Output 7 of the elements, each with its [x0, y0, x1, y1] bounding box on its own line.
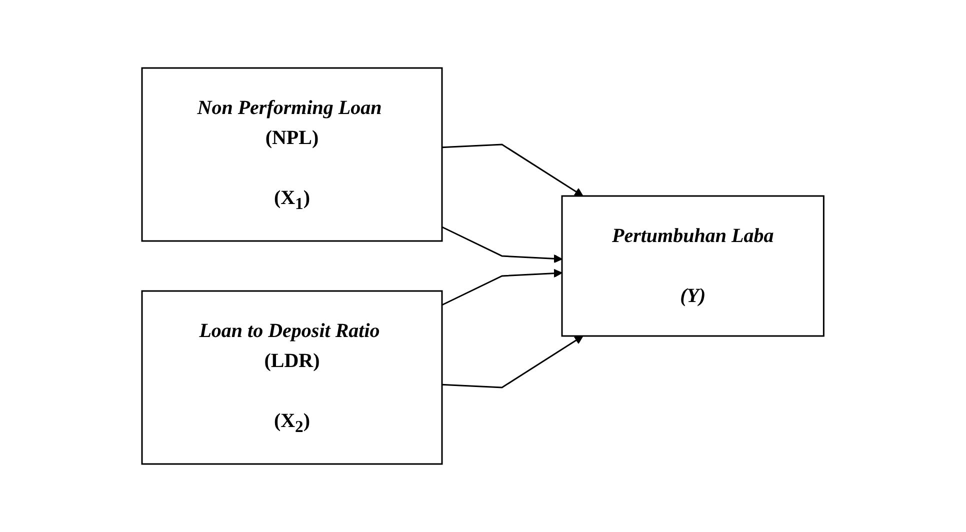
arrow	[442, 226, 563, 264]
arrow	[442, 144, 584, 196]
node-box: Pertumbuhan Laba (Y)	[561, 195, 825, 337]
node-box: Non Performing Loan (NPL) (X$_{1}$)	[141, 67, 443, 242]
arrow	[442, 268, 563, 306]
arrow	[442, 336, 584, 388]
node-box: Loan to Deposit Ratio (LDR) (X$_{2}$)	[141, 290, 443, 465]
